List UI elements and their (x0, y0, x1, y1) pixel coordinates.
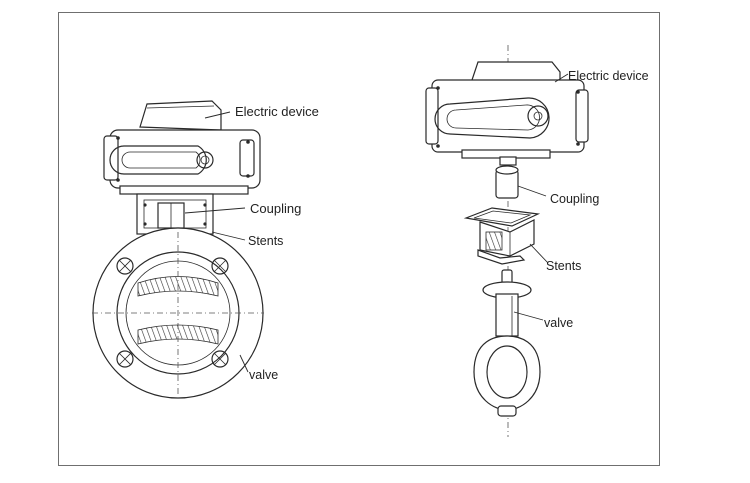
right-stents-bracket (463, 207, 541, 265)
right-valve (473, 269, 541, 417)
left-label-valve: valve (249, 368, 278, 382)
right-label-electric-device: Electric device (568, 69, 649, 83)
diagram-frame (58, 12, 660, 466)
left-assembly (92, 100, 264, 399)
left-bolt-holes (116, 257, 229, 368)
right-assembly (425, 45, 589, 437)
left-stents-block (136, 193, 214, 235)
right-label-valve: valve (544, 316, 573, 330)
right-label-coupling: Coupling (550, 192, 599, 206)
right-coupling (495, 165, 519, 199)
left-valve-flange (92, 227, 264, 399)
right-electric-device (425, 61, 589, 166)
left-label-coupling: Coupling (250, 201, 301, 216)
left-label-electric-device: Electric device (235, 104, 319, 119)
left-electric-device (103, 100, 261, 195)
right-label-stents: Stents (546, 259, 581, 273)
left-label-stents: Stents (248, 234, 283, 248)
